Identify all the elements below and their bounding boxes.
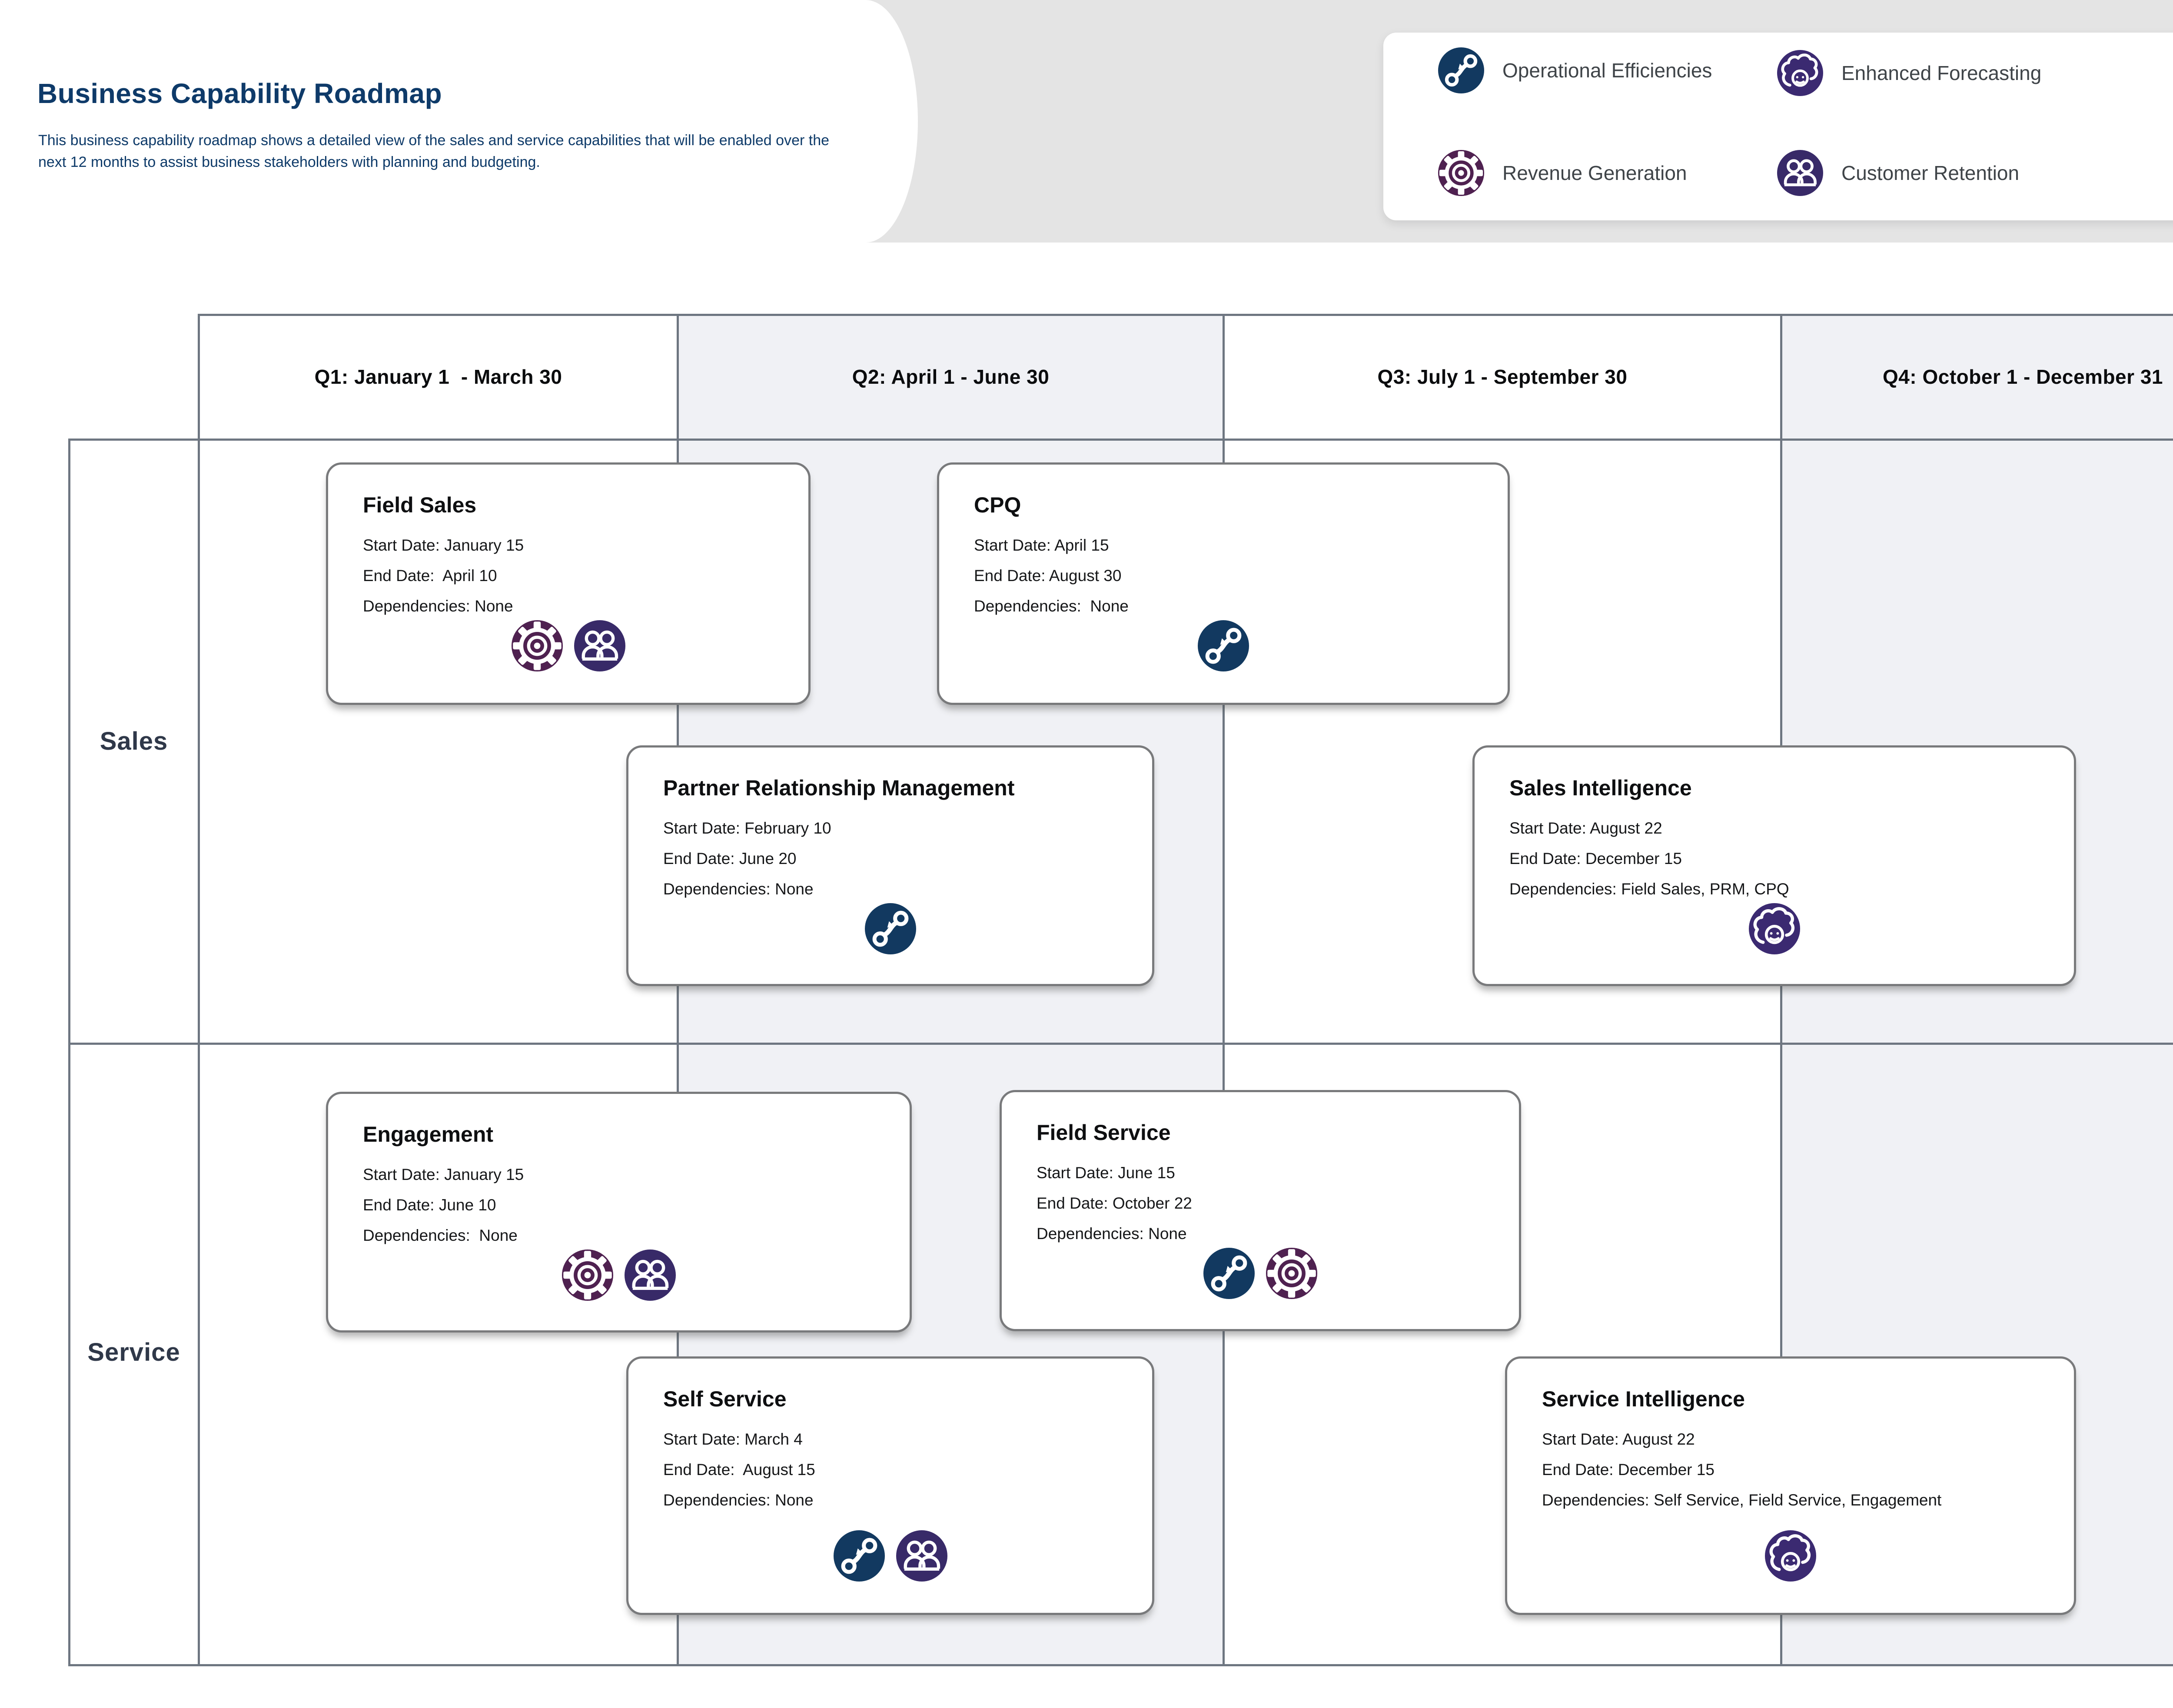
link-icon [833, 1530, 885, 1582]
card-field-sales: Field Sales Start Date: January 15 End D… [326, 462, 811, 705]
card-end-date: End Date: August 15 [663, 1461, 815, 1479]
grid-line-label-right [198, 314, 200, 1666]
link-icon [1438, 47, 1484, 93]
link-icon [864, 903, 916, 954]
card-benefit-badges [939, 620, 1508, 671]
gear-icon [511, 620, 563, 671]
card-title: Engagement [363, 1122, 494, 1146]
people-icon [1777, 150, 1823, 196]
card-start-date: Start Date: April 15 [974, 536, 1109, 554]
card-benefit-badges [328, 1249, 910, 1301]
grid-line-q3-q4 [1780, 314, 1782, 1666]
quarter-header-q4: Q4: October 1 - December 31 [1883, 366, 2163, 388]
gear-icon [1266, 1248, 1317, 1299]
legend-item-revenue-generation: Revenue Generation [1438, 150, 1687, 196]
card-partner-relationship-management: Partner Relationship Management Start Da… [626, 745, 1154, 986]
page-description: This business capability roadmap shows a… [38, 132, 830, 170]
grid-line-q1-q2 [677, 314, 679, 1666]
card-end-date: End Date: June 20 [663, 850, 797, 867]
grid-line-bottom [68, 1664, 2173, 1666]
card-cpq: CPQ Start Date: April 15 End Date: Augus… [937, 462, 1510, 705]
link-icon [1198, 620, 1249, 671]
legend-label: Customer Retention [1841, 162, 2020, 184]
card-title: CPQ [974, 493, 1021, 517]
card-start-date: Start Date: June 15 [1037, 1164, 1175, 1182]
card-start-date: Start Date: January 15 [363, 536, 524, 554]
grid-line-top [198, 314, 2173, 316]
card-dependencies: Dependencies: None [363, 1226, 518, 1244]
card-dependencies: Dependencies: None [363, 597, 513, 615]
card-benefit-badges [628, 1530, 1152, 1582]
card-title: Partner Relationship Management [663, 776, 1015, 800]
card-service-intelligence: Service Intelligence Start Date: August … [1505, 1356, 2076, 1615]
card-start-date: Start Date: March 4 [663, 1430, 803, 1448]
header-band: Business Capability Roadmap This busines… [0, 0, 2173, 243]
row-label-sales: Sales [100, 727, 168, 755]
card-benefit-badges [328, 620, 808, 671]
legend-label: Enhanced Forecasting [1841, 62, 2042, 84]
grid-line-row-divider [68, 1043, 2173, 1045]
card-end-date: End Date: December 15 [1542, 1461, 1714, 1479]
quarter-header-q3: Q3: July 1 - September 30 [1377, 366, 1628, 388]
card-dependencies: Dependencies: Field Sales, PRM, CPQ [1509, 880, 1789, 898]
card-dependencies: Dependencies: None [974, 597, 1129, 615]
people-icon [625, 1249, 676, 1301]
card-benefit-badges [1507, 1530, 2074, 1582]
legend-label: Revenue Generation [1502, 162, 1687, 184]
card-benefit-badges [1002, 1248, 1519, 1299]
page-title: Business Capability Roadmap [37, 78, 442, 109]
card-end-date: End Date: June 10 [363, 1196, 496, 1214]
card-title: Self Service [663, 1387, 787, 1411]
card-field-service: Field Service Start Date: June 15 End Da… [1000, 1090, 1521, 1331]
card-title: Service Intelligence [1542, 1387, 1745, 1411]
card-title: Field Service [1037, 1120, 1171, 1145]
card-dependencies: Dependencies: None [663, 1491, 814, 1509]
gear-icon [562, 1249, 613, 1301]
legend-label: Operational Efficiencies [1502, 59, 1712, 82]
grid-line-header-bottom [68, 439, 2173, 441]
card-end-date: End Date: April 10 [363, 567, 497, 585]
card-start-date: Start Date: January 15 [363, 1166, 524, 1183]
people-icon [574, 620, 625, 671]
card-dependencies: Dependencies: None [663, 880, 814, 898]
card-start-date: Start Date: February 10 [663, 819, 831, 837]
card-dependencies: Dependencies: Self Service, Field Servic… [1542, 1491, 1942, 1509]
card-start-date: Start Date: August 22 [1509, 819, 1662, 837]
legend-item-operational-efficiencies: Operational Efficiencies [1438, 47, 1712, 93]
row-label-service: Service [87, 1338, 180, 1366]
card-benefit-badges [1475, 903, 2074, 954]
card-end-date: End Date: August 30 [974, 567, 1122, 585]
card-end-date: End Date: December 15 [1509, 850, 1682, 867]
einstein-icon [1765, 1530, 1816, 1582]
card-title: Field Sales [363, 493, 477, 517]
card-start-date: Start Date: August 22 [1542, 1430, 1695, 1448]
legend-item-customer-retention: Customer Retention [1777, 150, 2019, 196]
legend-item-enhanced-forecasting: Enhanced Forecasting [1777, 50, 2041, 96]
card-engagement: Engagement Start Date: January 15 End Da… [326, 1092, 912, 1333]
quarter-header-q1: Q1: January 1 - March 30 [314, 366, 562, 388]
grid-line-left [68, 439, 70, 1666]
quarter-header-q2: Q2: April 1 - June 30 [852, 366, 1050, 388]
card-title: Sales Intelligence [1509, 776, 1692, 800]
header-white-panel [0, 0, 866, 243]
link-icon [1203, 1248, 1255, 1299]
gear-icon [1438, 150, 1484, 196]
card-dependencies: Dependencies: None [1037, 1225, 1187, 1243]
grid-line-q2-q3 [1223, 314, 1225, 1666]
legend-card: Operational Efficiencies Enhanced Foreca… [1383, 33, 2173, 220]
card-benefit-badges [628, 903, 1152, 954]
einstein-icon [1748, 903, 1800, 954]
einstein-icon [1777, 50, 1823, 96]
header-panel-curve [814, 0, 918, 243]
people-icon [896, 1530, 947, 1582]
card-sales-intelligence: Sales Intelligence Start Date: August 22… [1472, 745, 2076, 986]
card-self-service: Self Service Start Date: March 4 End Dat… [626, 1356, 1154, 1615]
card-end-date: End Date: October 22 [1037, 1194, 1192, 1212]
